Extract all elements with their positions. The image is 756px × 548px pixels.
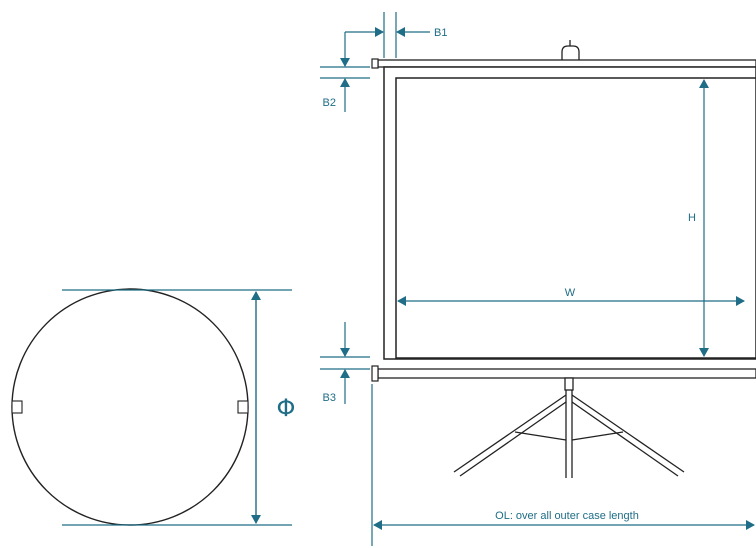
dimension-annotations [320,12,755,546]
screen-viewing-area [395,77,756,359]
tripod-stand [453,377,685,478]
b1-label: B1 [434,27,447,39]
tripod-brace-right [571,431,624,441]
top-bar-endcap [371,58,379,69]
h-label: H [688,212,696,224]
bottom-case-bar [377,368,756,379]
case-clip-left [11,400,23,414]
tripod-neck [564,377,574,391]
round-case-view: Φ [11,288,296,526]
b2-label: B2 [323,97,336,109]
tripod-brace-left [514,431,567,441]
tripod-leg-left-a [453,394,567,473]
bottom-case-endcap [371,365,379,382]
tripod-leg-right-b [571,401,679,477]
ol-label: OL: over all outer case length [495,510,639,522]
w-label: W [565,287,576,299]
tripod-leg-left-b [459,401,567,477]
tripod-leg-right-a [571,394,685,473]
tripod-screen-view: B1 B2 B3 H W OL: over all outer case len… [320,12,756,546]
top-handle [561,45,580,60]
case-circle [11,288,249,526]
case-clip-right [237,400,249,414]
diameter-label: Φ [277,394,296,422]
top-bar [377,59,756,68]
b3-label: B3 [323,392,336,404]
